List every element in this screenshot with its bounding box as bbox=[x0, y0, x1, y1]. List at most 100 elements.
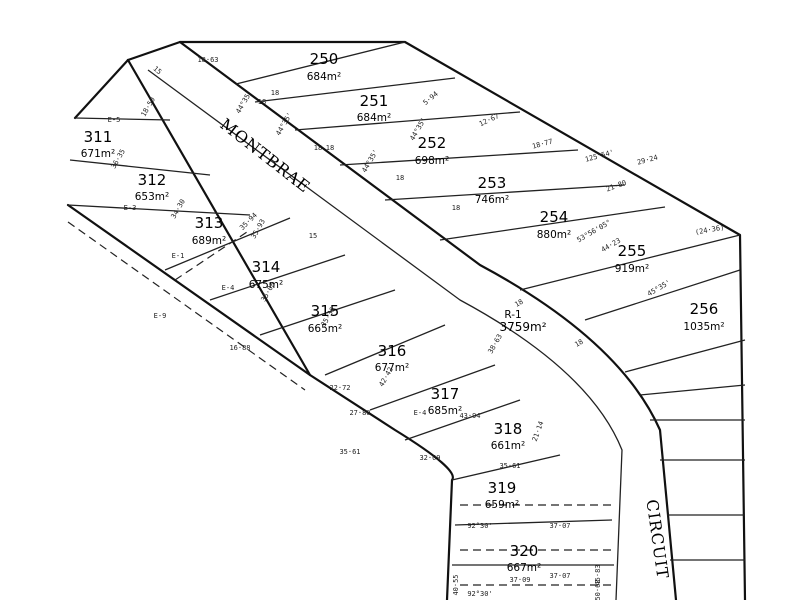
lot-250: 250 684m² bbox=[307, 50, 341, 83]
lot-number: 312 bbox=[138, 171, 167, 189]
lot-area: 3759m² bbox=[499, 320, 546, 334]
lot-256: 256 1035m² bbox=[683, 300, 724, 333]
dimension-label: 15 bbox=[151, 65, 163, 77]
dimension-label: 18·63 bbox=[197, 56, 218, 64]
lot-number: 311 bbox=[84, 128, 113, 146]
lot-number: 313 bbox=[195, 214, 224, 232]
lot-area: 684m² bbox=[357, 112, 391, 124]
road-boundary-south bbox=[126, 58, 454, 600]
lot-area: 698m² bbox=[415, 155, 449, 167]
outer-boundary-southwest bbox=[66, 203, 312, 377]
dimension-label: 16·88 bbox=[229, 344, 250, 352]
dimension-label: 15 bbox=[309, 232, 317, 240]
dimension-label: 18 bbox=[573, 338, 584, 349]
lot-number: 314 bbox=[252, 258, 281, 276]
lot-317: 317 685m² bbox=[428, 385, 462, 417]
dimension-label: 92°30' bbox=[467, 590, 492, 598]
dimension-label: 44°35' bbox=[360, 148, 380, 174]
lot-area: 746m² bbox=[475, 194, 509, 206]
lot-318: 318 661m² bbox=[491, 420, 525, 452]
dimension-label: E-4 bbox=[414, 409, 427, 417]
dimension-label: 18 bbox=[513, 298, 524, 309]
lot-319: 319 659m² bbox=[485, 479, 519, 511]
lot-254: 254 880m² bbox=[537, 208, 571, 241]
dimension-label: 37·07 bbox=[549, 572, 570, 580]
dimension-label: 5·94 bbox=[422, 90, 440, 107]
easement-lines bbox=[67, 221, 612, 586]
lot-number: 319 bbox=[488, 479, 517, 497]
lot-area: 659m² bbox=[485, 499, 519, 511]
dimension-label: E-3 bbox=[124, 204, 137, 212]
lot-315: 315 665m² bbox=[308, 302, 342, 335]
dimension-label: 18 bbox=[258, 98, 266, 106]
lot-number: 252 bbox=[418, 134, 447, 152]
outer-boundary-north bbox=[178, 40, 747, 600]
road-inner-edge bbox=[147, 69, 623, 600]
dimension-label: 45°35' bbox=[646, 278, 672, 298]
lot-number: 317 bbox=[431, 385, 460, 403]
lot-number: 251 bbox=[360, 92, 389, 110]
outer-boundary-west bbox=[73, 58, 130, 120]
lot-area: 653m² bbox=[135, 191, 169, 203]
lot-number: 255 bbox=[618, 242, 647, 260]
dimension-label: 43·94 bbox=[459, 412, 480, 420]
dimension-label: (24·36) bbox=[694, 224, 724, 237]
dimension-label: 27·80 bbox=[349, 409, 370, 417]
dimension-label: 37·09 bbox=[509, 576, 530, 584]
lot-lines-south bbox=[67, 117, 614, 566]
road-name-montbrae: MONTBRAE bbox=[217, 115, 315, 197]
lot-area: 880m² bbox=[537, 229, 571, 241]
lot-252: 252 698m² bbox=[415, 134, 449, 167]
dimension-label: 18·77 bbox=[531, 137, 553, 150]
dimension-label: E-9 bbox=[154, 312, 167, 320]
dimension-label: 50·63 bbox=[594, 579, 602, 600]
dimension-label: 18 bbox=[326, 144, 334, 152]
lot-312: 312 653m² bbox=[135, 171, 169, 203]
lot-number: R-1 bbox=[504, 309, 521, 321]
dimension-label: 32·09 bbox=[419, 454, 440, 462]
lot-number: 254 bbox=[540, 208, 569, 226]
dimension-label: E-1 bbox=[172, 252, 185, 260]
lot-area: 689m² bbox=[192, 235, 226, 247]
lot-number: 320 bbox=[510, 542, 539, 560]
lot-area: 677m² bbox=[375, 362, 409, 374]
lot-area: 665m² bbox=[308, 323, 342, 335]
lot-area: 919m² bbox=[615, 263, 649, 275]
lot-area: 671m² bbox=[81, 148, 115, 160]
lot-number: 253 bbox=[478, 174, 507, 192]
dimension-label: 18 bbox=[396, 174, 404, 182]
dimension-label: 18 bbox=[314, 144, 322, 152]
lot-area: 661m² bbox=[491, 440, 525, 452]
lot-311: 311 671m² bbox=[81, 128, 115, 160]
lot-number: 256 bbox=[690, 300, 719, 318]
dimension-label: 44°35' bbox=[234, 89, 254, 115]
lot-number: 315 bbox=[311, 302, 340, 320]
lot-area: 667m² bbox=[507, 562, 541, 574]
dimension-label: 53°56'05" bbox=[576, 218, 613, 244]
dimension-label: 34·30 bbox=[170, 198, 187, 220]
dimension-label: 37·07 bbox=[549, 522, 570, 530]
dimension-label: E-5 bbox=[108, 116, 121, 124]
lot-area: 1035m² bbox=[683, 321, 724, 333]
dimension-label: 18 bbox=[452, 204, 460, 212]
dimension-label: 40·55 bbox=[452, 574, 460, 595]
dimension-label: 21·80 bbox=[605, 179, 628, 194]
dimension-label: 22·72 bbox=[329, 384, 350, 392]
lot-316: 316 677m² bbox=[375, 342, 409, 374]
lot-320: 320 667m² bbox=[507, 542, 541, 574]
dimension-label: 38·63 bbox=[487, 333, 504, 355]
lot-255: 255 919m² bbox=[615, 242, 649, 275]
dimension-label: 18 bbox=[271, 89, 279, 97]
lot-number: 318 bbox=[494, 420, 523, 438]
lot-253: 253 746m² bbox=[475, 174, 509, 206]
lot-r1: R-1 3759m² bbox=[499, 309, 546, 334]
dimension-label: 29·24 bbox=[636, 153, 658, 166]
lot-area: 675m² bbox=[249, 279, 283, 291]
dimension-label: E-4 bbox=[222, 284, 235, 292]
dimension-label: 92°30' bbox=[467, 522, 492, 530]
road-boundary-north bbox=[126, 40, 678, 600]
dimension-label: 35·61 bbox=[499, 462, 520, 470]
lot-area: 685m² bbox=[428, 405, 462, 417]
lot-number: 316 bbox=[378, 342, 407, 360]
